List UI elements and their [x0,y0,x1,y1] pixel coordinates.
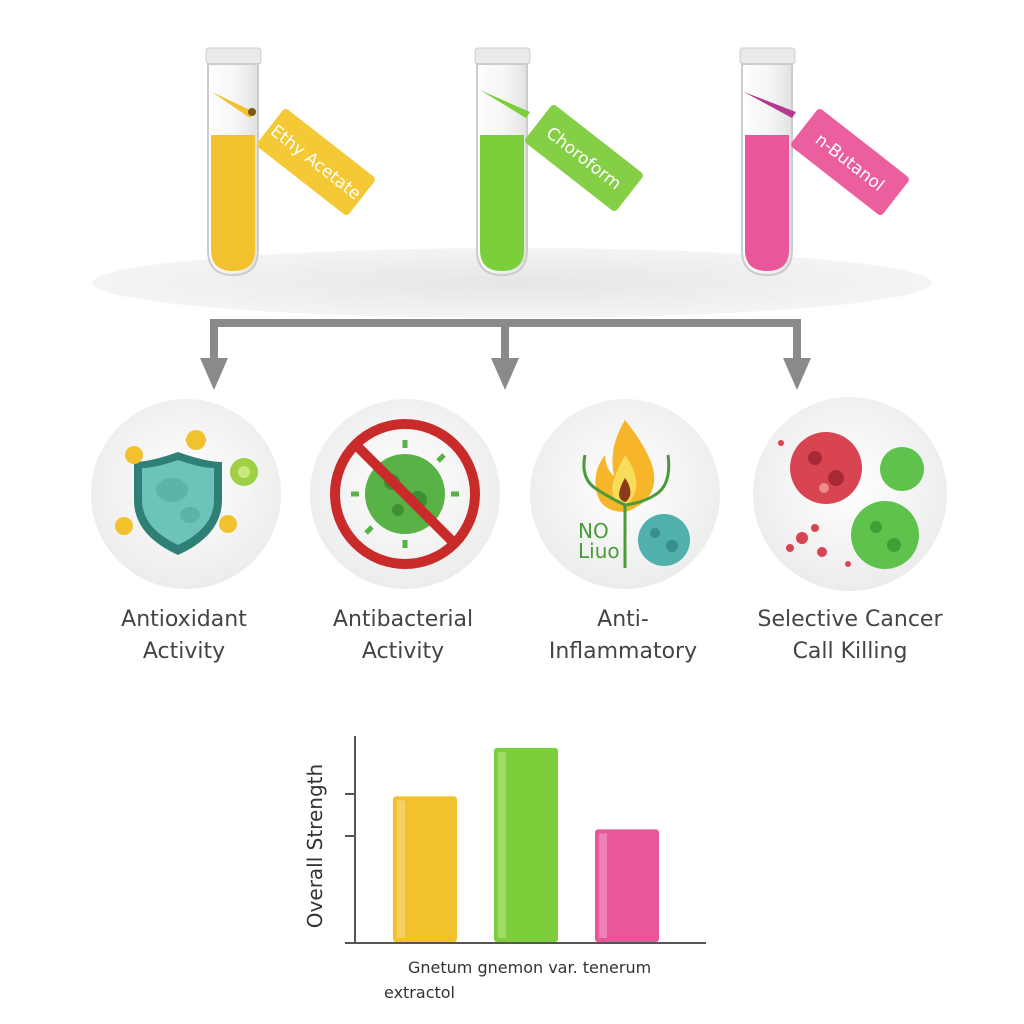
activity-label-line1: Anti- [597,607,649,632]
test-tube-ethyl-acetate: Ethy Acetate [205,47,375,277]
chart-bar-3 [595,829,659,942]
tube-liquid-pink [745,135,789,271]
chart-bar-highlight [599,833,607,938]
chart-bar-highlight [498,751,506,938]
activity-label-line2: Activity [361,639,445,664]
activity-cancer-killing [753,397,947,591]
tube-platform [92,248,932,318]
activity-antioxidant [91,399,281,589]
chart-axes [345,736,706,944]
healthy-cell-icon [851,447,924,569]
test-tube-n-butanol: n-Butanol [739,47,909,277]
activity-label-line1: Selective Cancer [757,607,943,632]
antioxidant-molecule-icon [115,430,237,535]
tube-tag-chloroform: Choroform [525,104,643,212]
chart-x-axis-label-line1: Gnetum gnemon var. tenerum [408,958,652,977]
arrow-head-1 [200,358,228,390]
tube-liquid-yellow [211,135,255,271]
activity-label-line2: Inflammatory [548,639,698,664]
activity-label-anti-inflammatory: Anti- Inflammatory [513,604,733,668]
activity-antibacterial [310,399,500,589]
arrow-head-3 [783,358,811,390]
activity-label-antioxidant: Antioxidant Activity [74,604,294,668]
chart-bar-2 [494,747,558,942]
chart-y-axis-label: Overall Strength [303,763,327,929]
activity-label-cancer-killing: Selective Cancer Call Killing [740,604,960,668]
tube-tag-n-butanol: n-Butanol [791,108,909,216]
liuo-text-icon: Liuo [578,539,620,563]
activity-label-line2: Call Killing [792,639,908,664]
chart-bar-highlight [397,800,405,938]
chart-x-axis-label-line2: extractol [384,983,455,1002]
chart-bar-1 [393,796,457,942]
shield-icon [134,452,222,555]
chart-bars [393,747,659,942]
cell-fragments-icon [778,440,851,567]
microbe-icon [230,458,258,486]
flame-icon [595,420,655,512]
tube-liquid-green [480,135,524,271]
no-text-icon: NO [578,519,609,543]
prohibited-icon [330,419,480,569]
activity-label-line2: Activity [142,639,226,664]
arrow-head-2 [491,358,519,390]
flow-arrows [210,319,801,360]
activity-label-line1: Antioxidant [121,607,247,632]
plant-stem-icon [582,454,671,568]
test-tube-chloroform: Choroform [474,47,643,277]
cell-icon [638,514,690,566]
cancer-cell-icon [790,432,862,504]
activity-label-antibacterial: Antibacterial Activity [293,604,513,668]
tube-tag-ethyl-acetate: Ethy Acetate [257,108,375,216]
activity-label-line1: Antibacterial [332,607,474,632]
activity-anti-inflammatory: NO Liuo [530,399,720,589]
